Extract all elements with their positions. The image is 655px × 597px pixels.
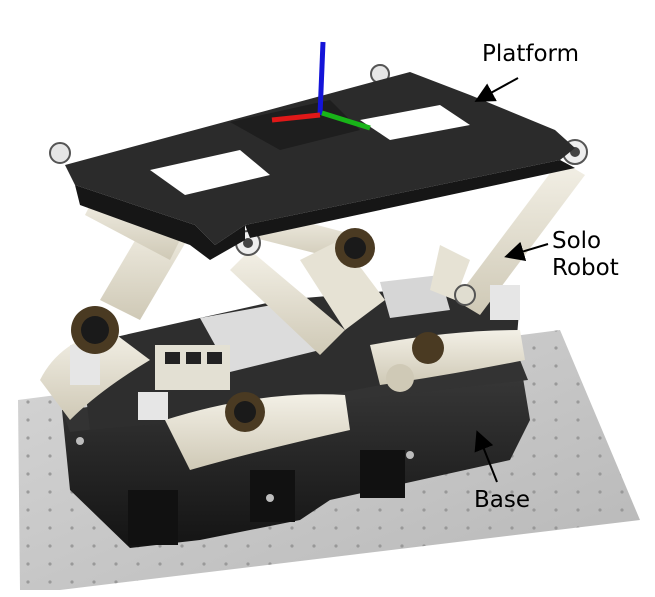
solo-robot-label-line2: Robot	[552, 255, 619, 281]
motor-wheels	[71, 228, 444, 432]
axis-x-line	[271, 112, 321, 123]
base-label: Base	[474, 487, 531, 513]
platform-label: Platform	[482, 41, 579, 67]
joint-bearings	[49, 64, 588, 306]
solo-robot-arrow	[504, 241, 549, 261]
callout-arrows	[474, 77, 549, 483]
coordinate-frame-axes	[271, 41, 371, 131]
solo-robot-label-line1: Solo	[552, 228, 602, 254]
solo-robot-label: Solo Robot	[552, 228, 619, 282]
axis-z-line	[317, 41, 326, 116]
base-arrow	[474, 430, 498, 483]
platform-arrow	[474, 77, 519, 102]
axis-y-line	[321, 110, 371, 131]
